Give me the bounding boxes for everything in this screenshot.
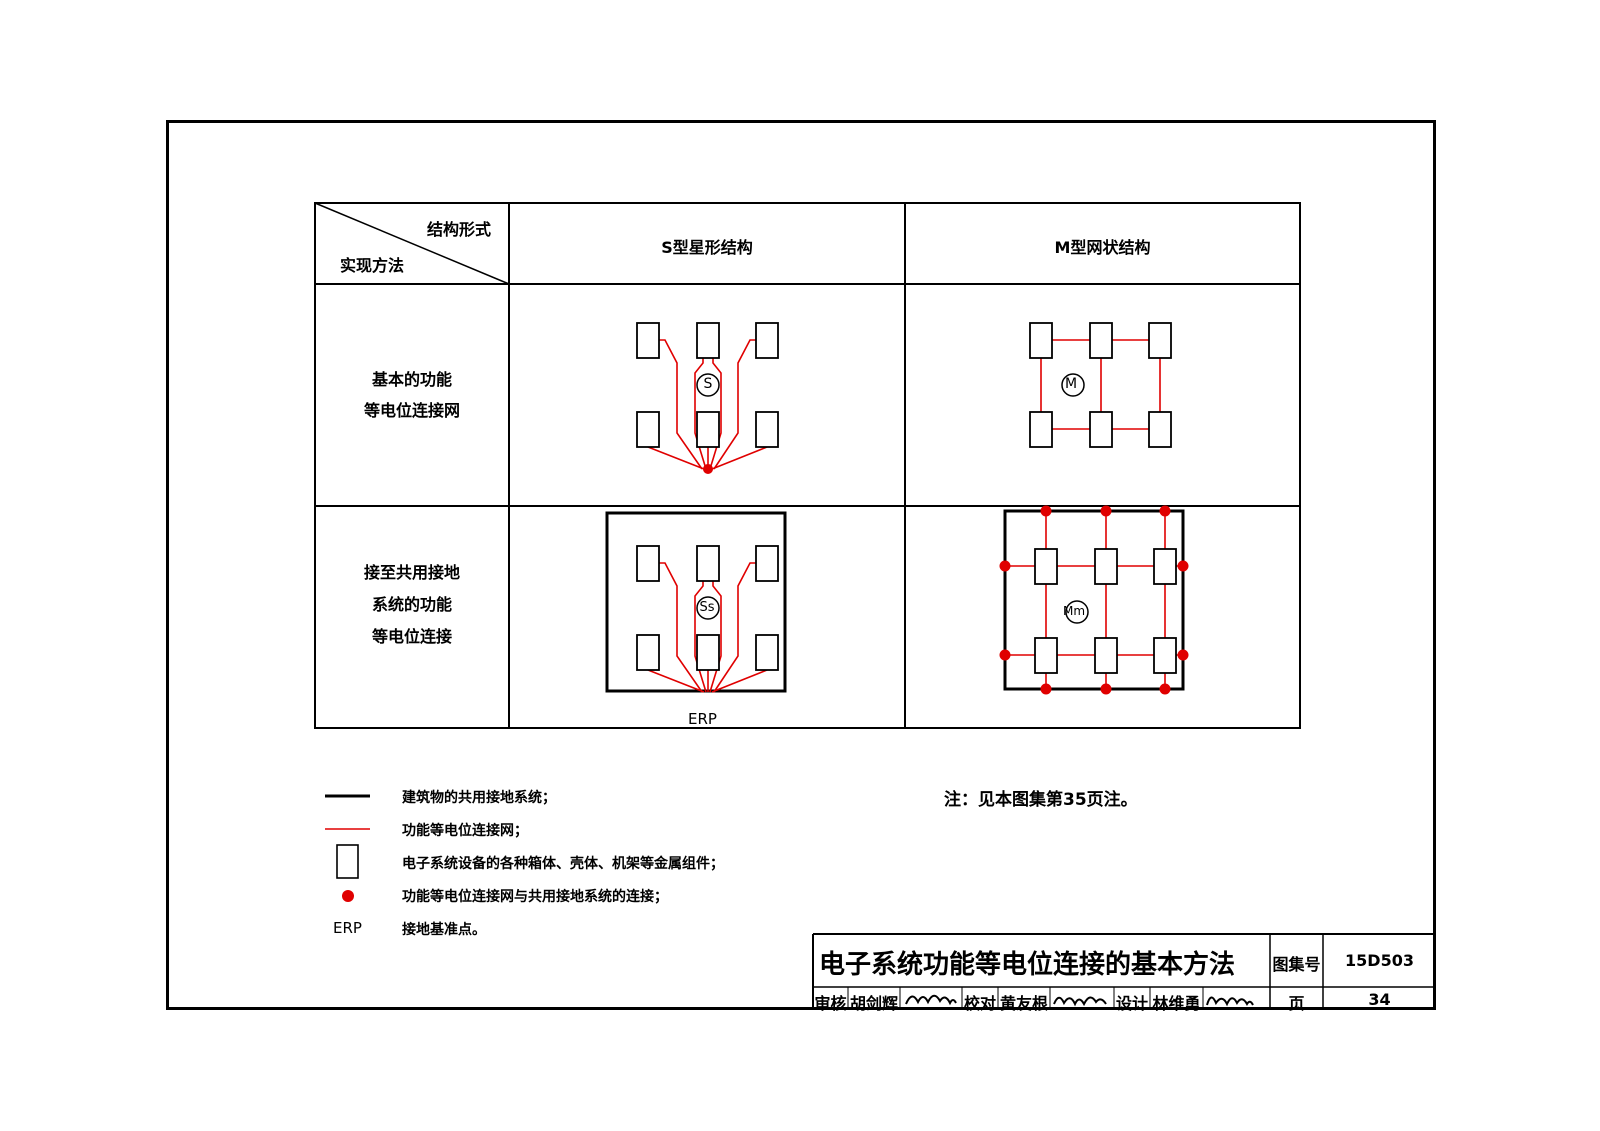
star-wire	[647, 669, 705, 693]
row1-label-line1: 基本的功能	[371, 370, 452, 389]
equipment-box	[1153, 637, 1177, 674]
legend-item-4: 功能等电位连接网与共用接地系统的连接；	[402, 889, 668, 905]
symbol-ring	[1061, 373, 1085, 397]
equipment-box	[1029, 322, 1053, 359]
building-earthing-frame	[1003, 509, 1185, 691]
equipment-box	[1029, 411, 1053, 448]
connection-dot	[1177, 560, 1189, 572]
legend-erp-symbol: ERP	[333, 919, 362, 937]
header-diagonal	[314, 202, 510, 285]
equipment-box	[1148, 322, 1172, 359]
review-label: 审核	[814, 994, 847, 1013]
equipment-box	[755, 545, 779, 582]
building-earthing-frame	[605, 511, 787, 693]
connection-dot	[1100, 683, 1112, 695]
equipment-box	[1034, 548, 1058, 585]
symbol-m: M	[1064, 376, 1078, 392]
symbol-ring	[696, 596, 720, 620]
equipment-box	[696, 634, 720, 671]
equipment-box	[636, 322, 660, 359]
star-wire	[659, 562, 703, 693]
page-label: 页	[1288, 994, 1305, 1013]
atlas-label: 图集号	[1272, 955, 1321, 974]
header-structure-label: 结构形式	[427, 220, 492, 239]
star-wire	[711, 446, 768, 470]
connection-dot	[1040, 683, 1052, 695]
equipment-box	[1148, 411, 1172, 448]
row1-label-line2: 等电位连接网	[363, 401, 460, 420]
legend-item-2: 功能等电位连接网；	[402, 823, 528, 839]
check-label: 校对	[963, 994, 996, 1013]
note-text: 注：见本图集第35页注。	[944, 790, 1138, 810]
equipment-box	[1089, 322, 1113, 359]
col-s-header: S型星形结构	[661, 238, 753, 257]
title-block-grid	[812, 933, 1436, 1010]
drawing-frame	[166, 120, 1436, 1010]
connection-dot	[1100, 505, 1112, 517]
row2-label-line1: 接至共用接地	[363, 563, 460, 582]
legend-box	[336, 844, 359, 879]
equipment-box	[1094, 637, 1118, 674]
erp-label: ERP	[688, 710, 717, 728]
connection-dot	[1159, 683, 1171, 695]
page-number: 34	[1368, 990, 1391, 1009]
atlas-number: 15D503	[1345, 951, 1414, 970]
connection-dot	[1040, 505, 1052, 517]
legend-item-3: 电子系统设备的各种箱体、壳体、机架等金属组件；	[402, 856, 724, 872]
connection-dot	[999, 560, 1011, 572]
ss-star-connected	[605, 511, 787, 693]
connection-dot	[1159, 505, 1171, 517]
legend-dot	[342, 890, 354, 902]
star-wire	[647, 446, 705, 470]
drawing-title: 电子系统功能等电位连接的基本方法	[819, 950, 1236, 980]
equipment-box	[1094, 548, 1118, 585]
mm-mesh-connected	[999, 505, 1189, 695]
star-wire	[711, 669, 768, 693]
star-wire	[713, 339, 756, 470]
symbol-ring	[1065, 600, 1089, 624]
legend-item-1: 建筑物的共用接地系统；	[402, 790, 556, 806]
equipment-box	[696, 322, 720, 359]
hub-dot	[703, 464, 713, 474]
m-mesh-basic	[1029, 322, 1172, 448]
equipment-box	[696, 411, 720, 448]
reviewer-name: 胡剑辉	[849, 994, 898, 1013]
equipment-box	[755, 411, 779, 448]
connection-dot	[999, 649, 1011, 661]
col-m-header: M型网状结构	[1054, 238, 1151, 257]
star-wire	[659, 339, 703, 470]
legend-graphics	[325, 794, 370, 902]
signature-checker	[1053, 996, 1107, 1007]
symbol-mm: Mm	[1062, 604, 1086, 618]
designer-name: 林维勇	[1152, 994, 1201, 1013]
checker-name: 黄友根	[999, 994, 1048, 1013]
symbol-s: S	[703, 376, 713, 392]
star-wire	[713, 562, 756, 693]
equipment-box	[755, 322, 779, 359]
row2-label-line3: 等电位连接	[371, 627, 452, 646]
signature-reviewer	[905, 994, 957, 1006]
equipment-box	[1089, 411, 1113, 448]
connection-dot	[1177, 649, 1189, 661]
symbol-ss: Ss	[699, 600, 715, 615]
equipment-box	[755, 634, 779, 671]
header-method-label: 实现方法	[340, 256, 405, 275]
symbol-ring	[696, 373, 720, 397]
s-star-basic	[636, 322, 779, 474]
equipment-box	[636, 411, 660, 448]
equipment-box	[1153, 548, 1177, 585]
row2-label-line2: 系统的功能	[371, 595, 452, 614]
equipment-box	[696, 545, 720, 582]
table-grid	[314, 202, 1301, 729]
equipment-box	[1034, 637, 1058, 674]
design-label: 设计	[1115, 994, 1148, 1013]
signature-designer	[1206, 996, 1254, 1007]
equipment-box	[636, 634, 660, 671]
equipment-box	[636, 545, 660, 582]
legend-item-5: 接地基准点。	[402, 922, 486, 938]
